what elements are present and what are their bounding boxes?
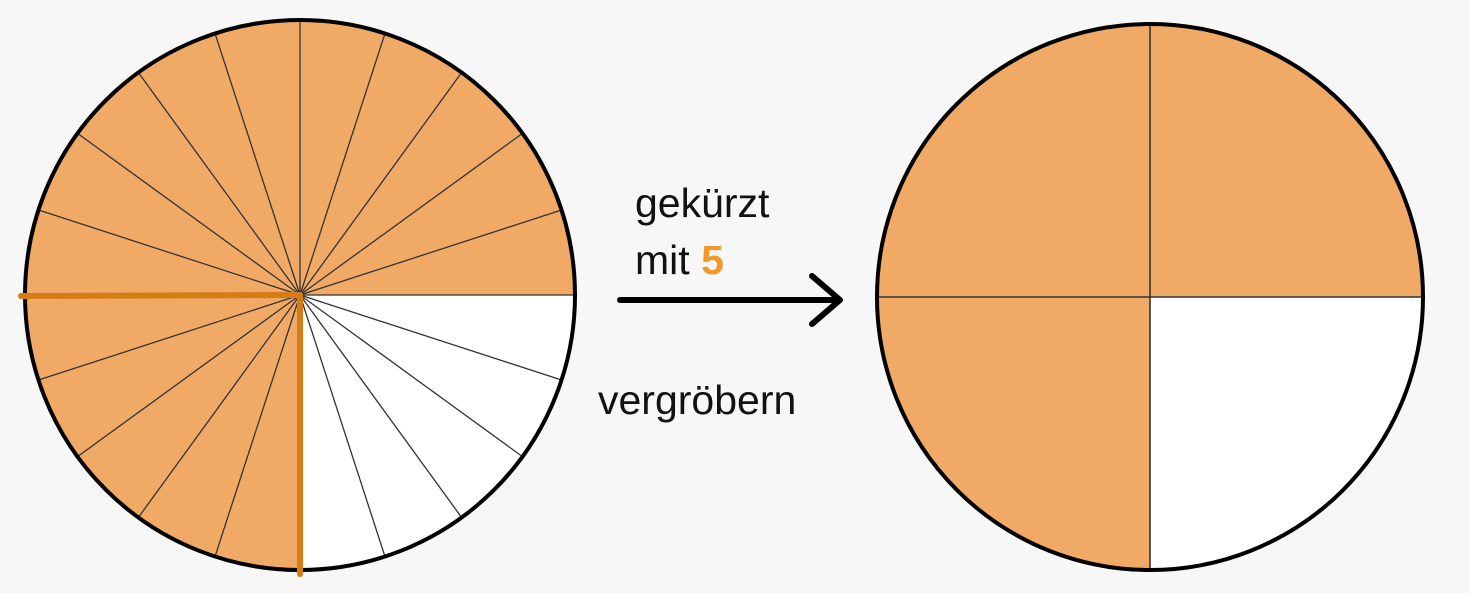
left-circle-divider-line: [299, 294, 463, 518]
left-circle-divider-line: [137, 294, 301, 518]
left-circle-divider-line: [299, 209, 562, 296]
left-circle-shaded-sector: [300, 33, 462, 296]
left-circle-divider-line: [77, 132, 301, 296]
right-circle-outline: [875, 22, 1425, 572]
left-circle-empty-sector: [300, 295, 462, 557]
left-circle-shaded-sector: [25, 210, 300, 295]
left-circle-divider-line: [299, 294, 523, 458]
left-circle-empty-sector: [300, 295, 385, 570]
left-circle-shaded-sector: [215, 295, 300, 570]
left-circle-shaded-sector: [38, 133, 301, 295]
left-circle-divider-line: [299, 33, 386, 296]
left-circle-shaded-sector: [215, 20, 300, 295]
left-circle-shaded-sector: [300, 133, 562, 295]
left-circle-shaded-sector: [138, 295, 300, 557]
left-circle-shaded-sector: [300, 20, 385, 295]
right-fraction-circle: [875, 22, 1425, 572]
left-circle-divider-line: [38, 294, 301, 381]
left-circle-divider-line: [299, 72, 463, 296]
left-circle-shaded-sector: [300, 210, 575, 295]
right-circle-shaded-sector: [877, 297, 1150, 570]
right-circle-shaded-sector: [1150, 24, 1423, 297]
left-circle-divider-line: [77, 294, 301, 458]
factor-value: 5: [701, 237, 724, 283]
arrow: [617, 273, 843, 327]
left-circle-divider-line: [299, 294, 386, 557]
left-circle-divider-line: [299, 132, 523, 296]
left-circle-empty-sector: [300, 295, 523, 518]
left-circle-empty-sector: [300, 295, 562, 457]
arrow-head: [809, 273, 843, 327]
left-circle-divider-line: [299, 294, 562, 381]
left-circle-shaded-sector: [77, 72, 301, 296]
right-circle-empty-sector: [1150, 297, 1423, 570]
label-vergroebern: vergröbern: [598, 377, 797, 423]
left-circle-shaded-sector: [300, 72, 523, 296]
left-circle-empty-sector: [300, 295, 575, 380]
left-fraction-circle: [18, 18, 577, 577]
left-circle-shaded-sector: [77, 295, 301, 518]
label-mit-factor: mit 5: [635, 240, 724, 281]
label-mit: mit: [635, 237, 690, 283]
label-gekuerzt: gekürzt: [635, 180, 770, 226]
left-circle-divider-line: [214, 294, 301, 557]
right-circle-shaded-sector: [877, 24, 1150, 297]
left-circle-shaded-sector: [25, 295, 300, 380]
left-circle-group-line: [18, 292, 303, 299]
left-circle-divider-line: [38, 209, 301, 296]
left-circle-divider-line: [137, 72, 301, 296]
left-circle-shaded-sector: [38, 295, 301, 457]
left-circle-shaded-sector: [138, 33, 300, 296]
left-circle-divider-line: [214, 33, 301, 296]
